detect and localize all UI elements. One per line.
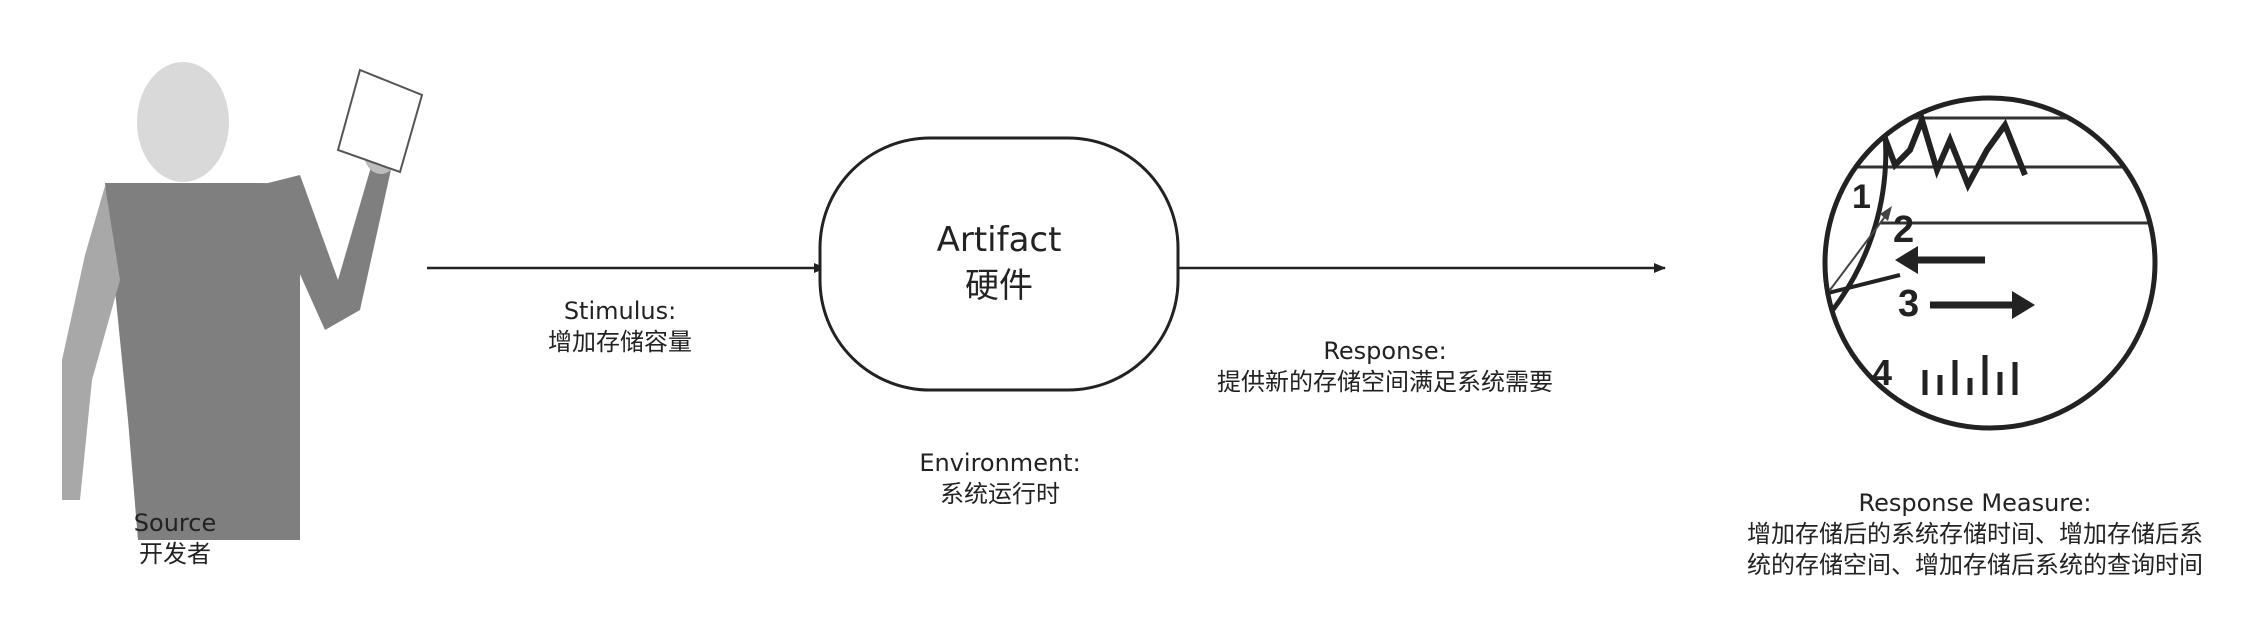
artifact-value: 硬件 [965, 265, 1033, 306]
source-person-icon [62, 62, 424, 540]
response-measure-title: Response Measure: [1858, 489, 2092, 517]
artifact-title: Artifact [936, 220, 1062, 260]
response-title: Response: [1323, 337, 1447, 365]
artifact-label: Artifact 硬件 [880, 218, 1118, 310]
stimulus-title: Stimulus: [563, 297, 677, 325]
environment-title: Environment: [919, 449, 1081, 477]
response-measure-line-1: 增加存储后的系统存储时间、增加存储后系 [1747, 520, 2203, 549]
gauge-number-1: 1 [1852, 178, 1871, 216]
environment-label: Environment: 系统运行时 [900, 448, 1100, 510]
response-measure-gauge-icon: 1 2 3 4 [1822, 95, 2158, 431]
source-title: Source [133, 509, 217, 537]
gauge-number-3: 3 [1898, 283, 1919, 325]
stimulus-label: Stimulus: 增加存储容量 [500, 296, 740, 358]
stimulus-value: 增加存储容量 [548, 328, 692, 357]
response-value: 提供新的存储空间满足系统需要 [1217, 368, 1553, 397]
source-label: Source 开发者 [90, 508, 260, 570]
gauge-number-2: 2 [1893, 209, 1914, 251]
response-measure-label: Response Measure: 增加存储后的系统存储时间、增加存储后系 统的… [1715, 488, 2235, 582]
response-measure-line-2: 统的存储空间、增加存储后系统的查询时间 [1747, 551, 2203, 580]
environment-value: 系统运行时 [940, 480, 1060, 509]
source-value: 开发者 [139, 540, 211, 569]
response-label: Response: 提供新的存储空间满足系统需要 [1195, 336, 1575, 398]
artifact-box [818, 136, 1180, 392]
